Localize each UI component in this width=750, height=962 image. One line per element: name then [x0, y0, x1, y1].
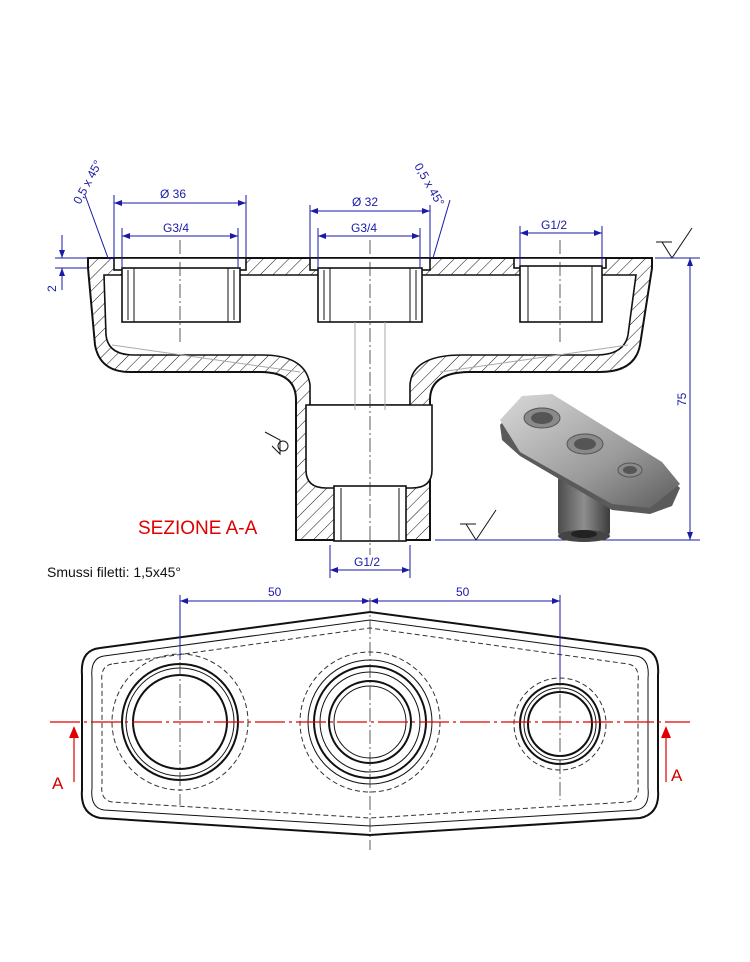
section-mark-left: A: [52, 774, 64, 793]
thread-chamfer-note: Smussi filetti: 1,5x45°: [47, 564, 181, 580]
surface-finish-mark-side: [264, 431, 281, 456]
plan-outline: [80, 610, 660, 837]
dim-thread-right: G1/2: [541, 218, 567, 232]
surface-finish-mark-bottom: [465, 509, 497, 541]
dim-spacing-left: 50: [268, 585, 282, 599]
dim-thread-middle: G3/4: [351, 221, 377, 235]
surface-finish-mark-top: [661, 227, 693, 259]
dim-diameter-32: Ø 32: [352, 195, 378, 209]
plan-view: A A 50 50: [50, 585, 690, 850]
section-title: SEZIONE A-A: [138, 518, 258, 539]
dim-height: 75: [675, 392, 689, 406]
dim-step: 2: [45, 285, 59, 292]
dim-thread-bottom: G1/2: [354, 555, 380, 569]
dim-chamfer-left: 0,5 x 45°: [70, 158, 105, 207]
dim-diameter-36: Ø 36: [160, 187, 186, 201]
lower-chamber: [305, 404, 433, 489]
isometric-render: [500, 394, 680, 542]
section-view: 0,5 x 45° 0,5 x 45° Ø 36 G3/4 Ø 32 G3/4 …: [45, 158, 700, 578]
section-mark-right: A: [671, 766, 683, 785]
dim-spacing-right: 50: [456, 585, 470, 599]
dim-chamfer-right: 0,5 x 45°: [411, 161, 447, 209]
dim-thread-left: G3/4: [163, 221, 189, 235]
